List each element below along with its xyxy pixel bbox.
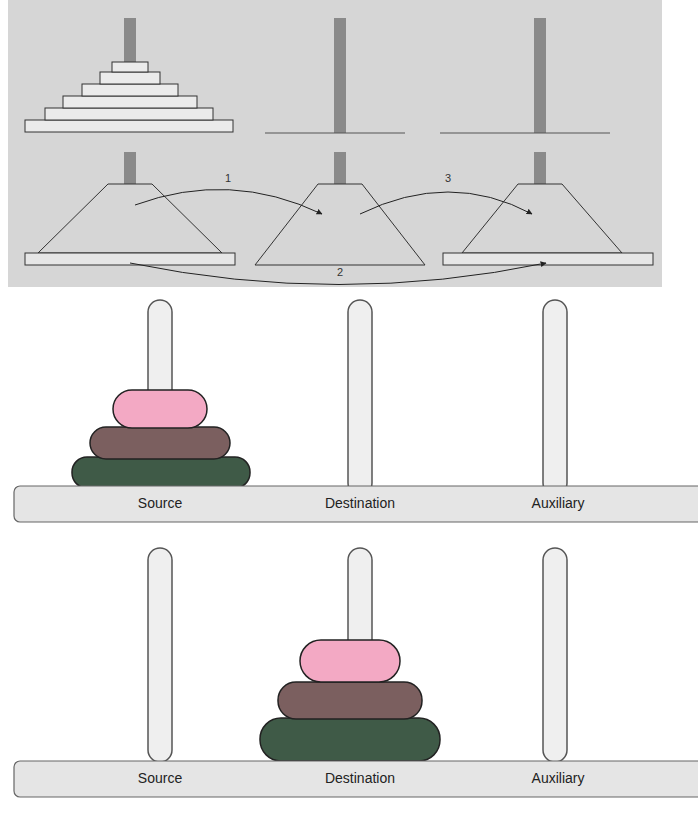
step-number: 1 xyxy=(225,172,231,184)
disc xyxy=(72,457,250,488)
peg-label: Destination xyxy=(325,496,395,511)
peg xyxy=(124,152,136,185)
peg-label: Destination xyxy=(325,771,395,786)
disc xyxy=(45,108,213,120)
move-arrow xyxy=(360,192,532,214)
disc-stack xyxy=(38,184,222,253)
peg xyxy=(543,300,567,495)
peg xyxy=(334,18,346,133)
disc xyxy=(63,96,197,108)
disc xyxy=(112,62,148,72)
peg xyxy=(334,152,346,185)
peg-label: Auxiliary xyxy=(532,496,585,511)
base-bar xyxy=(14,761,698,797)
disc xyxy=(260,718,440,761)
peg-label: Auxiliary xyxy=(532,771,585,786)
disc-stack xyxy=(462,184,622,253)
disc xyxy=(300,640,400,682)
peg-floor xyxy=(440,133,610,134)
move-arrow xyxy=(130,263,546,285)
disc xyxy=(90,427,230,459)
move-arrow xyxy=(135,189,322,214)
disc-stack xyxy=(255,184,425,265)
disc xyxy=(82,84,178,96)
peg-label: Source xyxy=(138,771,182,786)
disc xyxy=(113,390,207,428)
disc xyxy=(25,120,233,132)
disc xyxy=(278,682,422,719)
peg-label: Source xyxy=(138,496,182,511)
disc xyxy=(100,72,160,84)
step-number: 2 xyxy=(337,266,343,278)
peg xyxy=(148,548,172,762)
peg xyxy=(124,18,136,64)
peg-floor xyxy=(265,133,405,134)
base-bar xyxy=(14,486,698,522)
peg xyxy=(543,548,567,762)
panel-ground xyxy=(8,0,662,287)
step-number: 3 xyxy=(445,172,451,184)
peg xyxy=(534,18,546,133)
largest-disc xyxy=(443,253,653,265)
peg xyxy=(534,152,546,185)
peg xyxy=(348,300,372,495)
